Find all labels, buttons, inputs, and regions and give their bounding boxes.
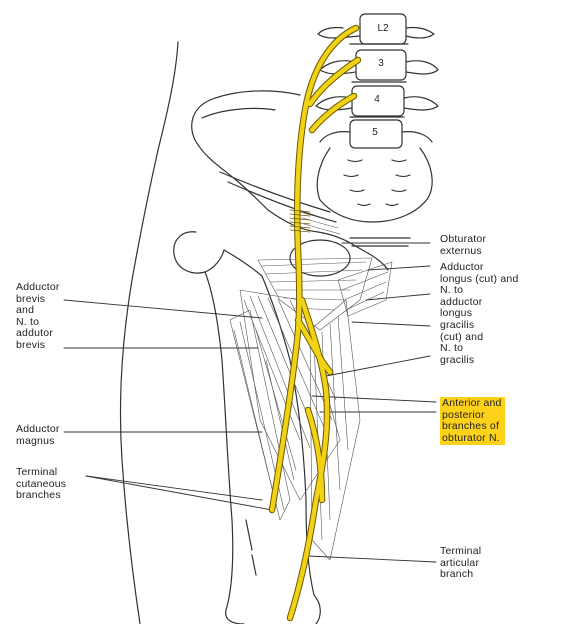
label-anterior-posterior-branches: Anterior and posterior branches of obtur… [440,397,505,445]
label-adductor-longus: Adductor longus (cut) and N. to adductor… [440,262,519,320]
adductor-muscles [230,212,392,560]
label-terminal-cutaneous: Terminal cutaneous branches [16,467,66,502]
vertebra-label-l2: L2 [368,23,398,34]
label-terminal-articular: Terminal articular branch [440,546,481,581]
sacrum [317,148,432,222]
label-gracilis: gracilis (cut) and N. to gracilis [440,320,483,366]
body-outline [120,42,178,624]
vertebra-label-3: 3 [366,58,396,69]
vertebra-label-5: 5 [360,127,390,138]
obturator-nerve [272,28,358,618]
leader-lines [64,243,436,562]
vertebra-label-4: 4 [362,94,392,105]
label-anterior-posterior-wrap: Anterior and posterior branches of obtur… [440,397,505,445]
label-obturator-externus: Obturator externus [440,234,486,257]
label-adductor-magnus: Adductor magnus [16,424,60,447]
label-adductor-brevis: Adductor brevis and N. to addutor brevis [16,282,60,351]
